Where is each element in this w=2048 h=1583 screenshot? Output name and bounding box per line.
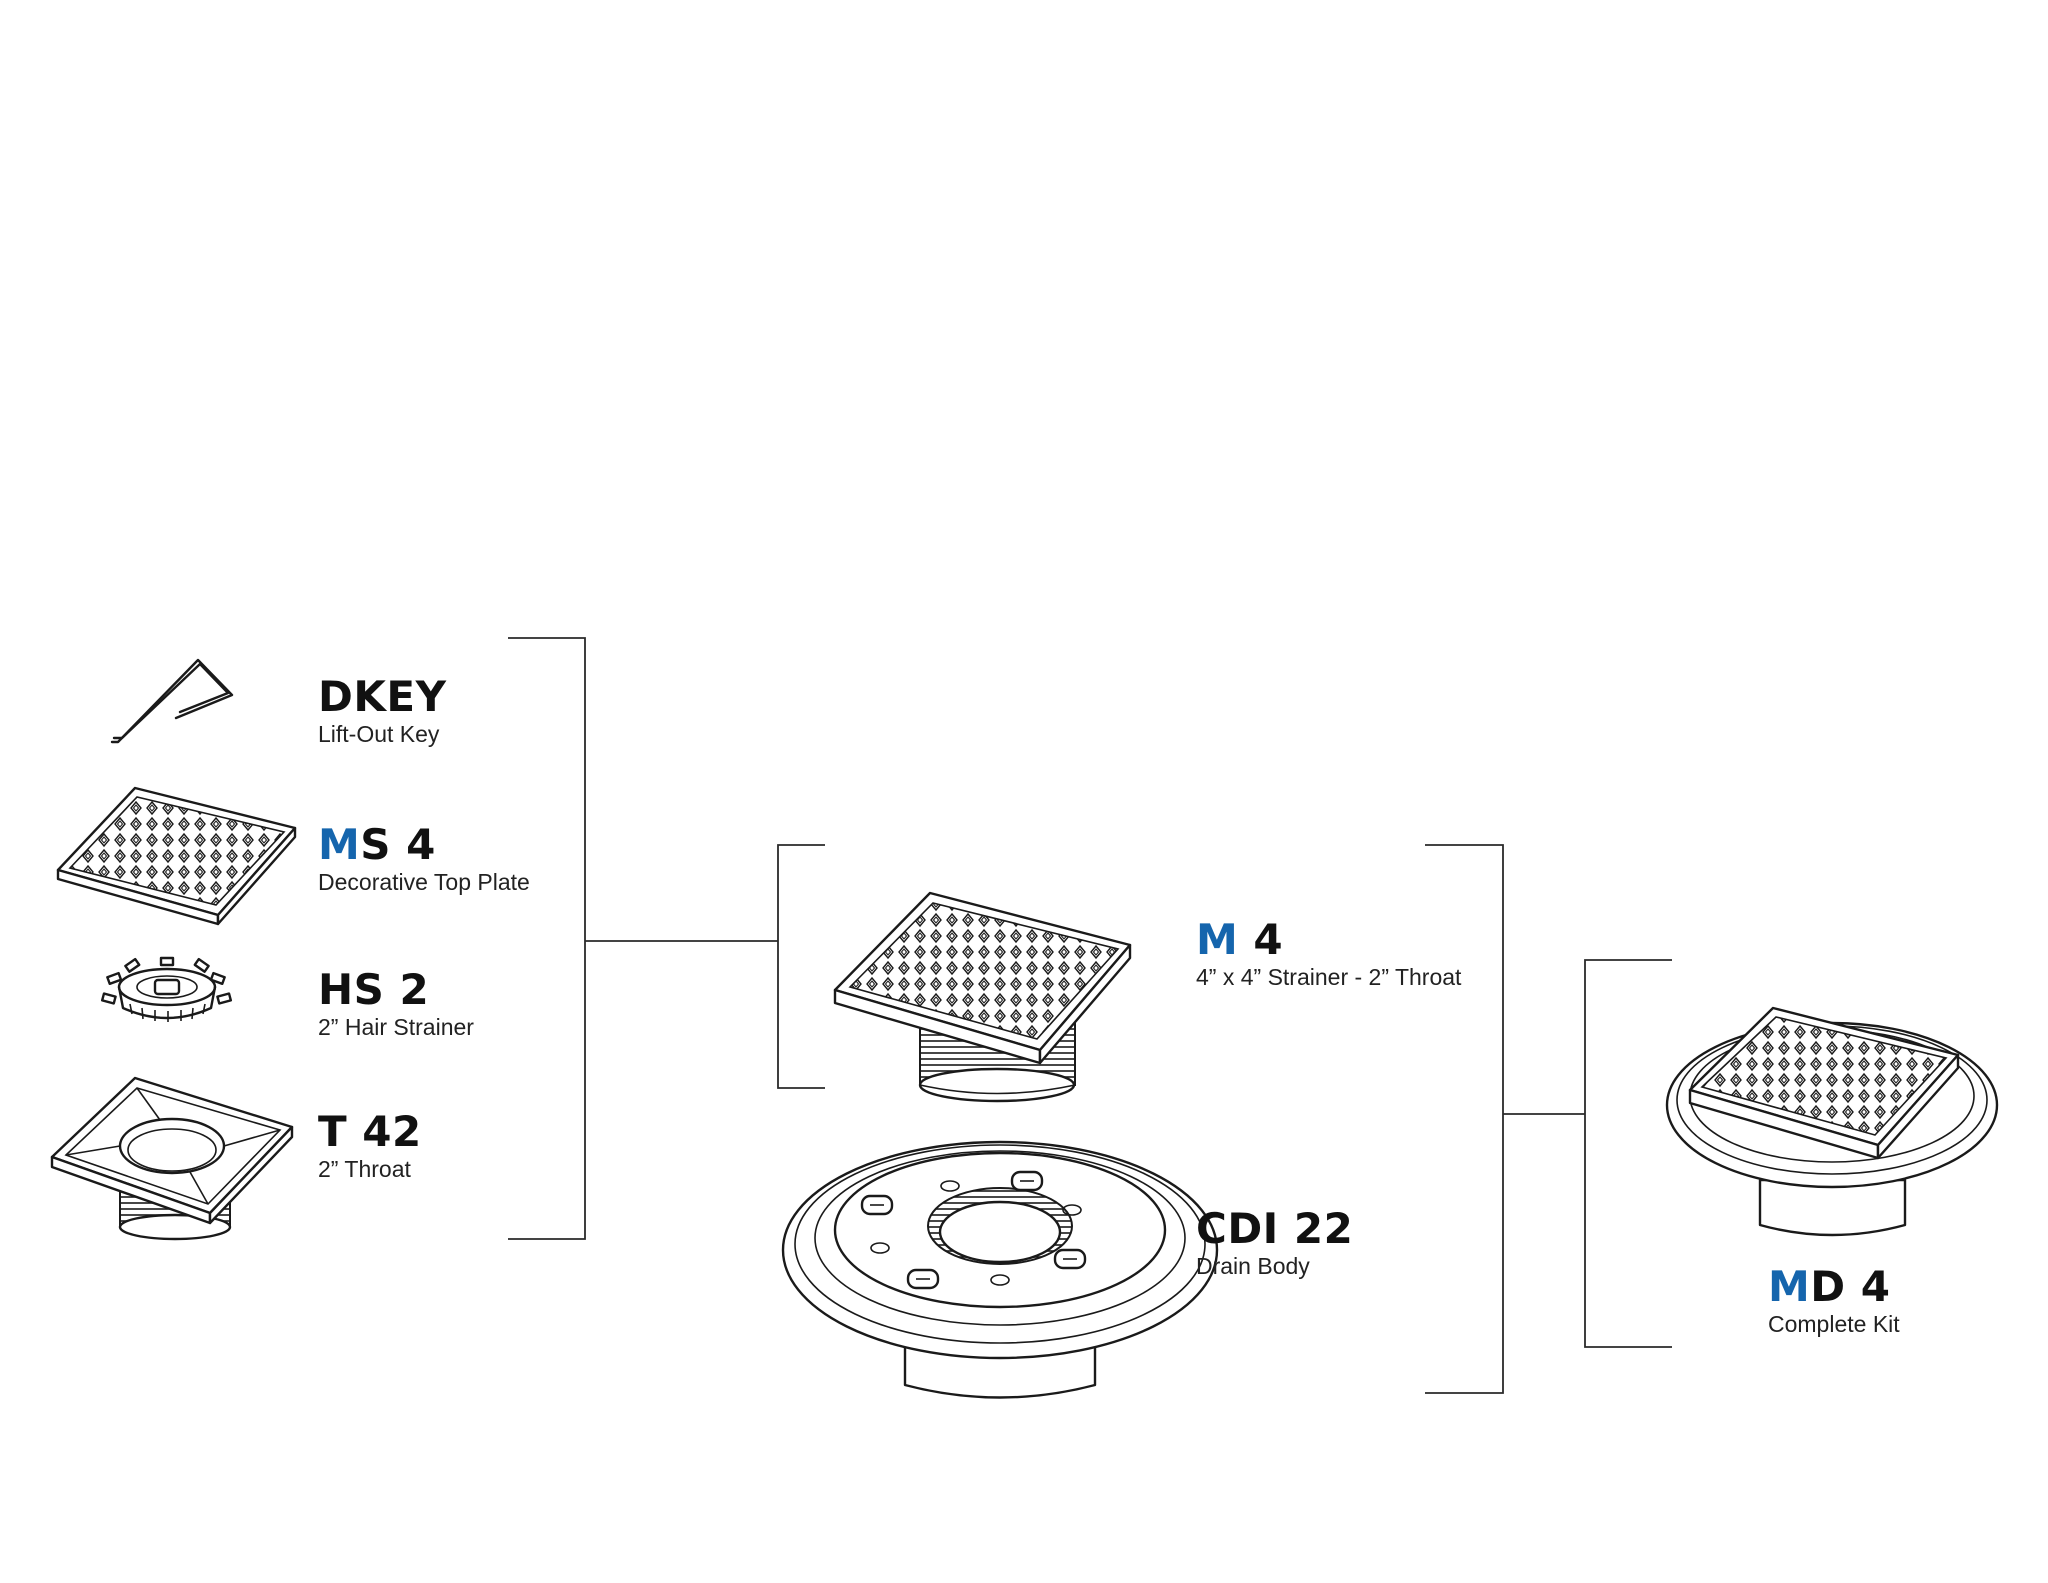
part-code-rest: D 4 — [1810, 1262, 1891, 1311]
bracket-right — [1584, 959, 1672, 1348]
part-description: Complete Kit — [1768, 1311, 1900, 1337]
part-code: T 42 — [318, 1107, 422, 1156]
complete-kit-icon — [1665, 1006, 1999, 1237]
part-description: 2” Hair Strainer — [318, 1014, 474, 1040]
throat-icon — [50, 1076, 294, 1241]
bracket-left — [508, 637, 778, 1240]
part-description: Drain Body — [1196, 1253, 1310, 1279]
part-description: 4” x 4” Strainer - 2” Throat — [1196, 964, 1462, 990]
decorative-top-plate-icon — [56, 786, 297, 926]
part-code-accent: M — [1196, 915, 1239, 964]
part-code: MS 4 — [318, 823, 530, 867]
part-code: MD 4 — [1768, 1265, 1900, 1309]
label-ms4: MS 4 Decorative Top Plate — [318, 823, 530, 896]
part-description: Decorative Top Plate — [318, 869, 530, 895]
part-code: HS 2 — [318, 965, 430, 1014]
drain-body-icon — [781, 1140, 1219, 1399]
label-hs2: HS 2 2” Hair Strainer — [318, 965, 474, 1041]
hair-strainer-icon — [100, 956, 233, 1022]
bracket-middle-right — [1425, 844, 1585, 1394]
strainer-assembly-icon — [833, 891, 1132, 1103]
bracket-middle-left — [777, 844, 825, 1089]
part-code-rest: 4 — [1238, 915, 1284, 964]
label-m4: M 4 4” x 4” Strainer - 2” Throat — [1196, 918, 1462, 991]
part-code: M 4 — [1196, 918, 1461, 962]
lift-out-key-icon — [110, 658, 234, 744]
part-description: Lift-Out Key — [318, 721, 440, 747]
label-md4: MD 4 Complete Kit — [1768, 1265, 1900, 1338]
part-description: 2” Throat — [318, 1156, 411, 1182]
label-dkey: DKEY Lift-Out Key — [318, 672, 447, 748]
part-code: CDI 22 — [1196, 1204, 1354, 1253]
part-code-accent: M — [318, 820, 361, 869]
label-cdi22: CDI 22 Drain Body — [1196, 1204, 1354, 1280]
part-code: DKEY — [318, 672, 447, 721]
part-code-accent: M — [1768, 1262, 1811, 1311]
part-code-rest: S 4 — [360, 820, 436, 869]
label-t42: T 42 2” Throat — [318, 1107, 422, 1183]
